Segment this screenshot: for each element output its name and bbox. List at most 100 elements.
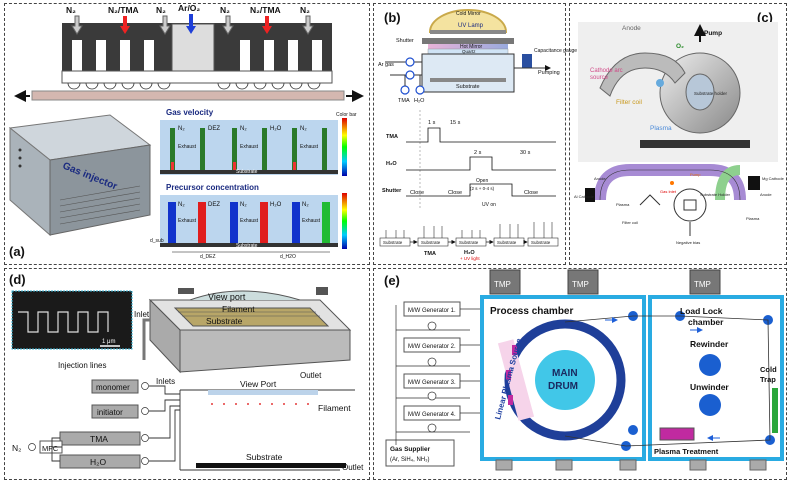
vel-label-4: H₂O [270, 126, 282, 132]
sch-mg-cathode: Mg Cathode [762, 176, 785, 181]
icvd-schematic-labels: monomer initiator TMA H₂O N₂ MFC Inlets … [12, 377, 364, 472]
sch-filter-coil: Filter coil [622, 220, 638, 225]
shutter-close-1: Close [410, 190, 424, 196]
d-dez-label: d_DEZ [200, 254, 216, 260]
concentration-simulation: Precursor concentration [160, 183, 347, 249]
scale-bar-label: 1 μm [102, 339, 115, 345]
cold-trap-label-2: Trap [760, 375, 776, 384]
panel-a-injector-head [14, 14, 364, 102]
time-2s: 2 s [474, 150, 482, 156]
reaction-sequence [379, 222, 559, 247]
view-port-top-label: View port [208, 292, 246, 302]
panel-a [4, 3, 370, 265]
panel-c [569, 3, 787, 265]
timing-diagram [406, 110, 556, 210]
d-sub-label: d_sub [150, 238, 164, 244]
load-lock-label: Load Lock [680, 306, 723, 316]
uv-on-label: UV on [482, 202, 496, 208]
uv-lamp-label: UV Lamp [458, 23, 484, 29]
con-label-4: H₂O [270, 202, 282, 208]
filter-coil-label: Filter coil [616, 99, 643, 106]
generator-2-label: M/W Generator 2. [408, 344, 456, 350]
ar-gas-label: Ar gas [378, 62, 394, 68]
panel-e-label: (e) [384, 273, 400, 288]
gas-label-2: N₂/TMA [108, 5, 139, 15]
sch-pump: Pump [690, 172, 701, 177]
time-15s: 15 s [450, 120, 461, 126]
time-30s: 30 s [520, 150, 531, 156]
outlet-top-label: Outlet [300, 371, 322, 380]
vel-label-1: N₂ [178, 126, 185, 132]
timing-row-tma: TMA [386, 134, 398, 140]
con-label-3: N₂ [240, 202, 247, 208]
panel-c-label: (c) [757, 10, 773, 25]
substrate-label: Substrate [246, 452, 283, 462]
fcva-schematic-labels: Anode Al Cathode Pump Gas Inlet Plasma M… [574, 172, 785, 245]
tmp-label-1: TMP [494, 280, 511, 289]
con-substrate: Substrate [236, 243, 258, 249]
seq-h2o: H₂O [464, 250, 475, 256]
icvd-3d [142, 287, 352, 374]
pumping-label: Pumping [538, 70, 560, 76]
gas-supplier-sub: (Ar, SiH₄, NH₃) [390, 457, 430, 463]
icvd-schematic [28, 379, 355, 471]
sch-plasma-1: Plasma [616, 202, 630, 207]
cathode-label-2: source [590, 75, 609, 81]
panel-d [4, 268, 370, 480]
shutter-open: Open [476, 178, 488, 184]
seq-substrate-5: Substrate [531, 240, 551, 245]
timing-row-shutter: Shutter [382, 188, 402, 194]
n2-label: N₂ [12, 443, 21, 453]
con-exhaust-3: Exhaust [302, 218, 321, 224]
cathode-label: Cathode arc [590, 68, 623, 74]
vel-exhaust-1: Exhaust [178, 144, 197, 150]
panel-e [373, 268, 787, 480]
filament-label: Filament [318, 403, 351, 413]
process-chamber-label: Process chamber [490, 306, 573, 317]
cold-trap-label-1: Cold [760, 365, 777, 374]
panel-a-gas-labels: N₂ N₂/TMA N₂ Ar/O₂ N₂ N₂/TMA N₂ [66, 3, 310, 15]
generator-1-label: M/W Generator 1. [408, 308, 456, 314]
generator-4-label: M/W Generator 4. [408, 412, 456, 418]
vel-exhaust-2: Exhaust [240, 144, 259, 150]
seq-uv: + UV light [460, 256, 480, 261]
vel-exhaust-3: Exhaust [300, 144, 319, 150]
gas-injector-3d: Gas injector [8, 114, 152, 237]
sch-al-cathode: Al Cathode [574, 194, 595, 199]
gas-label-1: N₂ [66, 5, 76, 15]
sch-substrate-holder: Substrate Holder [700, 192, 731, 197]
con-exhaust-1: Exhaust [178, 218, 197, 224]
con-exhaust-2: Exhaust [240, 218, 259, 224]
cold-mirror-label: Cold Mirror [456, 11, 481, 17]
fcva-3d-labels: Anode Pump O₂ Cathode arc source Substra… [590, 25, 728, 132]
load-lock-label-2: chamber [688, 317, 724, 327]
panel-d-label: (d) [9, 272, 26, 287]
color-bar-label: Color bar [336, 112, 357, 118]
sch-negative-bias: Negative bias [676, 240, 700, 245]
inlet-label: Inlet [134, 310, 150, 319]
d-h2o-label: d_H2O [280, 254, 296, 260]
shutter-close-2: Close [448, 190, 462, 196]
time-1s: 1 s [428, 120, 436, 126]
gas-label-6: N₂/TMA [250, 5, 281, 15]
vel-label-2: DEZ [208, 126, 220, 132]
sch-plasma-2: Plasma [746, 216, 760, 221]
box-initiator: initiator [97, 408, 123, 417]
concentration-title: Precursor concentration [166, 183, 259, 192]
fcva-schematic [585, 164, 760, 236]
view-port-label: View Port [240, 379, 277, 389]
reaction-labels: Substrate Substrate Substrate Substrate … [383, 240, 551, 261]
velocity-simulation: Gas velocity Color bar [160, 108, 357, 176]
pump-label: Pump [704, 30, 722, 37]
reactor-substrate: Substrate [456, 84, 480, 90]
reactor-labels: Cold Mirror UV Lamp Shutter Hot Mirror Q… [378, 11, 577, 104]
fcva-3d [578, 22, 778, 162]
gas-label-5: N₂ [220, 5, 230, 15]
panel-b [373, 3, 566, 265]
r2r-system [385, 269, 784, 471]
filament-top-label: Filament [222, 304, 255, 314]
icvd-3d-labels: View port Filament Substrate Inlet Outle… [58, 292, 322, 380]
vel-label-3: N₂ [240, 126, 247, 132]
gas-label-3: N₂ [156, 5, 166, 15]
